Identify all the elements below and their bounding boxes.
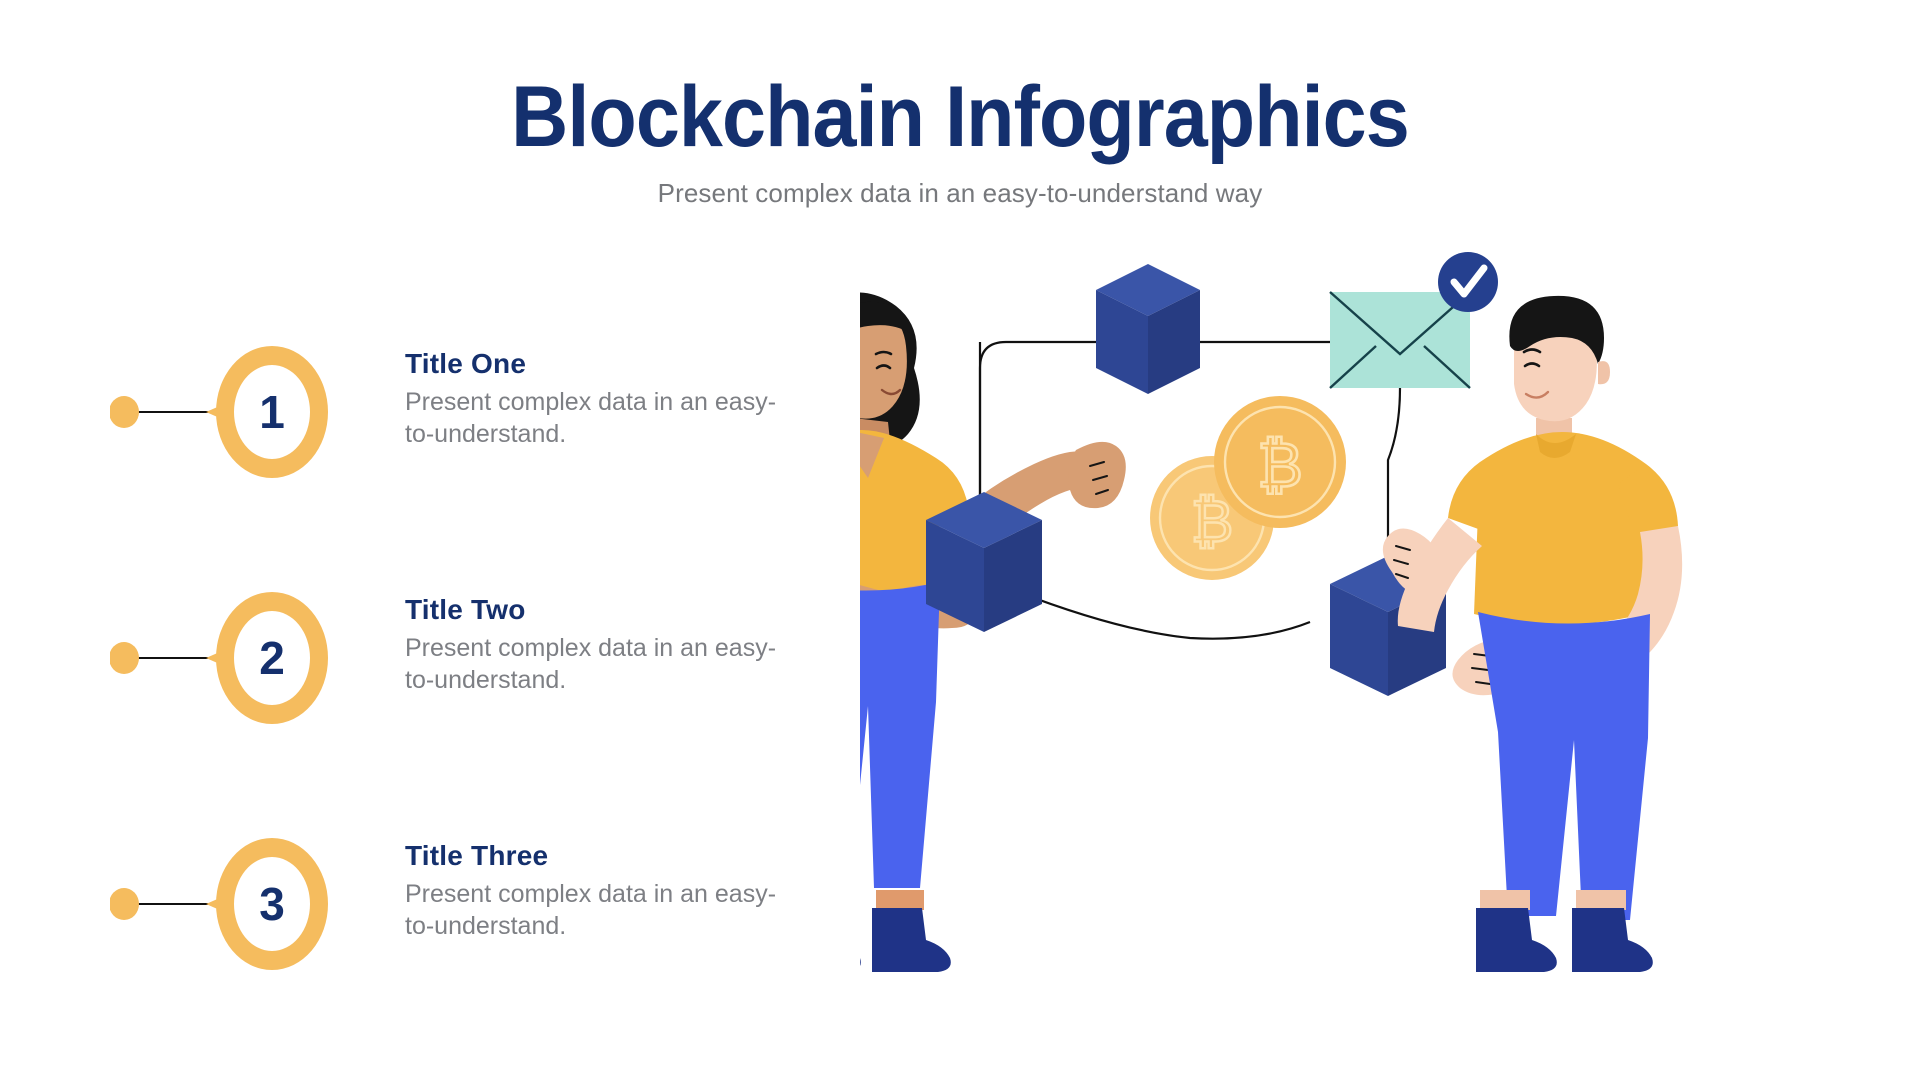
marker-ring-inner [234,611,310,705]
envelope-body [1330,292,1470,388]
shoe-left [1476,908,1557,972]
shirt-body [1474,432,1650,625]
shoe-right [872,908,951,972]
bitcoin-coins: ₿ ₿ [1150,396,1346,580]
eye [1523,362,1541,368]
hand-right [1068,441,1126,509]
hair [1509,295,1604,364]
sleeve-left [1448,462,1506,534]
ankle-right [876,890,924,910]
infographic-list: 1 Title One Present complex data in an e… [0,330,860,1068]
step-marker-3[interactable]: 3 [110,834,370,974]
hand-left-fingers [1393,545,1411,579]
network-connector-lines [978,340,1402,640]
marker-ring-inner [234,365,310,459]
list-item-text: Title One Present complex data in an eas… [405,348,825,450]
hand-left [1382,528,1443,595]
shirt-vneck [860,432,884,478]
list-item-text: Title Three Present complex data in an e… [405,840,825,942]
eyebrow [874,350,893,356]
woman-character [860,292,1126,972]
shoe-right [1572,908,1653,972]
page-header: Blockchain Infographics Present complex … [0,72,1920,209]
line-envelope-to-cube-br [1386,387,1402,580]
list-item-title: Title Three [405,840,549,871]
page-title: Blockchain Infographics [511,69,1410,165]
shirt-collar [1536,434,1576,458]
list-item[interactable]: 2 Title Two Present complex data in an e… [0,576,860,822]
shoe-left [860,958,861,966]
connector-dot [110,888,139,920]
envelope-flap [1329,291,1471,356]
check-icon [1450,264,1488,298]
verified-envelope [1329,252,1498,389]
coin-front-ring [1223,405,1337,519]
ear [1598,361,1610,385]
coin-front-symbol: ₿ [1257,432,1303,501]
line-cube-bl-to-cube-br [987,578,1311,640]
list-item-title: Title One [405,348,527,379]
blockchain-cube-top [1096,264,1200,394]
checkmark-badge [1438,252,1498,312]
cube-face-right [1148,290,1200,394]
sleeve-right [1618,464,1678,540]
cube-face-left [926,520,984,632]
blockchain-cube-bottom-left [926,492,1042,632]
sleeve-right [914,458,968,520]
eyebrow [1522,348,1542,354]
list-item-text: Title Two Present complex data in an eas… [405,594,825,696]
envelope-fold-right [1423,345,1471,389]
hand-right-fingers [1089,461,1109,495]
cube-face-left [1096,290,1148,394]
list-item[interactable]: 3 Title Three Present complex data in an… [0,822,860,1068]
mouth [880,388,902,396]
envelope-fold-left [1329,345,1377,389]
man-character [1382,295,1683,972]
list-item-description: Present complex data in an easy-to-under… [405,880,777,940]
cube-face-left [1330,584,1388,696]
step-number: 2 [259,632,285,684]
blockchain-illustration: ₿ ₿ [860,250,1920,1080]
coin-front [1214,396,1346,528]
connector-dot [110,396,139,428]
list-item-description: Present complex data in an easy-to-under… [405,634,777,694]
mouth [1524,390,1550,399]
pants [860,582,940,888]
list-item-description: Present complex data in an easy-to-under… [405,388,777,448]
connector-dot [110,642,139,674]
eye [875,364,892,370]
step-marker-1[interactable]: 1 [110,342,370,482]
step-marker-2[interactable]: 2 [110,588,370,728]
ankle-right [1576,890,1626,910]
ankle-left [1480,890,1530,910]
cube-face-right [984,520,1042,632]
hair-front [860,301,914,336]
page-subtitle: Present complex data in an easy-to-under… [657,178,1263,209]
pants [1478,612,1650,920]
marker-ring-inner [234,857,310,951]
step-number: 3 [259,878,285,930]
list-item[interactable]: 1 Title One Present complex data in an e… [0,330,860,576]
step-number: 1 [259,386,285,438]
list-item-title: Title Two [405,594,526,625]
